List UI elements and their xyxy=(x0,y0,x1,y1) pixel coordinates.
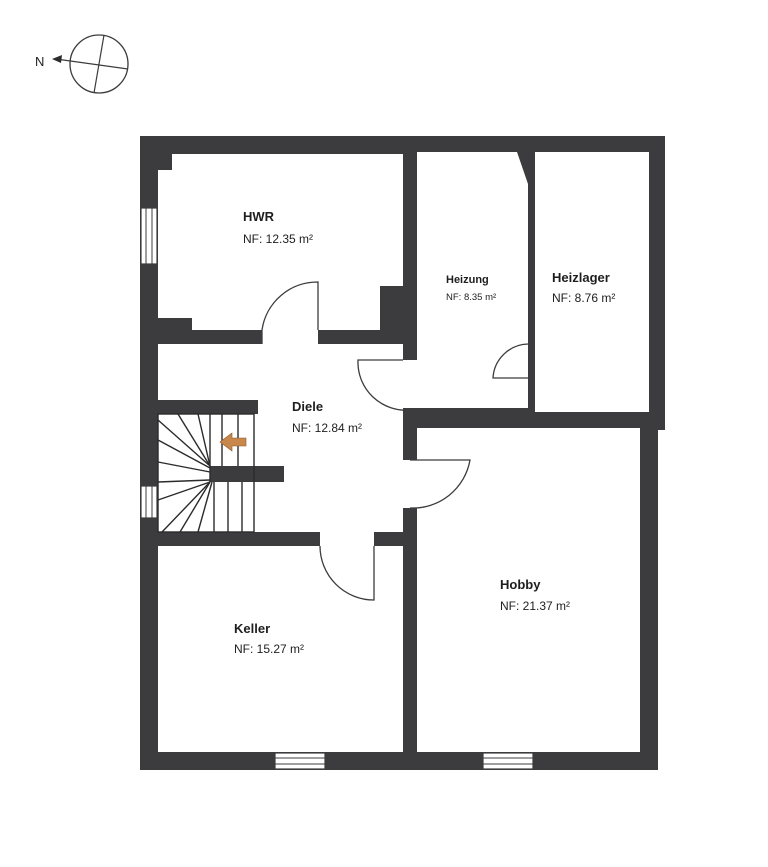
door-hobby xyxy=(409,459,471,509)
room-name-diele: Diele xyxy=(292,399,323,414)
room-labels: HWR NF: 12.35 m² Heizung NF: 8.35 m² Hei… xyxy=(234,209,615,656)
window-keller-south xyxy=(274,752,326,770)
door-keller xyxy=(319,545,375,601)
wall-hobby-top xyxy=(403,412,658,428)
wall-right-upper xyxy=(649,136,665,430)
room-area-heizlager: NF: 8.76 m² xyxy=(552,291,615,305)
wall-top-west xyxy=(140,136,417,154)
room-name-keller: Keller xyxy=(234,621,270,636)
wall-stair-top xyxy=(158,400,258,414)
stair-step xyxy=(157,479,211,483)
window-frame xyxy=(140,207,158,265)
room-area-heizung: NF: 8.35 m² xyxy=(446,292,496,303)
room-area-diele: NF: 12.84 m² xyxy=(292,421,362,435)
room-area-hobby: NF: 21.37 m² xyxy=(500,599,570,613)
compass: N xyxy=(35,34,129,94)
compass-axis-ew xyxy=(93,34,105,94)
door-heizlager xyxy=(492,343,529,379)
windows xyxy=(140,207,534,770)
room-name-heizung: Heizung xyxy=(446,274,489,286)
compass-arrow-icon xyxy=(52,55,62,63)
wall-right-lower xyxy=(640,412,658,770)
room-name-hwr: HWR xyxy=(243,209,275,224)
window-hwr-west xyxy=(140,207,158,265)
stair-outline xyxy=(157,413,255,533)
interior-walls xyxy=(140,136,658,770)
compass-north-label: N xyxy=(35,54,44,69)
room-area-hwr: NF: 12.35 m² xyxy=(243,232,313,246)
wall-top-east xyxy=(403,136,665,152)
room-name-heizlager: Heizlager xyxy=(552,270,610,285)
wall-stair-landing xyxy=(210,466,284,482)
compass-axis-ns xyxy=(55,58,129,70)
room-name-hobby: Hobby xyxy=(500,577,541,592)
staircase xyxy=(157,413,255,533)
wall-keller-top-b xyxy=(374,532,416,546)
window-frame xyxy=(482,752,534,770)
wall-heizung-slanted xyxy=(517,152,535,412)
stair-step xyxy=(157,419,211,467)
stair-step xyxy=(179,481,211,533)
stair-direction-arrow-icon xyxy=(219,432,247,452)
window-stair-west xyxy=(140,485,158,519)
stair-step xyxy=(177,413,211,467)
doors xyxy=(261,281,529,601)
stair-step xyxy=(157,481,211,501)
window-hobby-south xyxy=(482,752,534,770)
wall-hwr-bottom-mid-a xyxy=(140,330,262,344)
wall-keller-top-a xyxy=(140,532,320,546)
stair-step xyxy=(197,413,211,467)
compass-circle xyxy=(69,34,129,94)
stair-step xyxy=(161,481,211,533)
stair-step xyxy=(157,439,211,469)
stair-step xyxy=(197,481,213,533)
door-heizung xyxy=(357,359,411,411)
wall-left xyxy=(140,136,158,770)
stair-step xyxy=(157,461,211,473)
wall-heizung-bottom xyxy=(403,408,529,414)
window-frame xyxy=(274,752,326,770)
window-frame xyxy=(140,485,158,519)
room-area-keller: NF: 15.27 m² xyxy=(234,642,304,656)
wall-hwr-heizung-divider-top xyxy=(403,136,417,360)
exterior-walls xyxy=(140,136,665,770)
wall-bottom xyxy=(140,752,658,770)
wall-keller-hobby-divider xyxy=(403,508,417,770)
door-hwr xyxy=(261,281,319,344)
